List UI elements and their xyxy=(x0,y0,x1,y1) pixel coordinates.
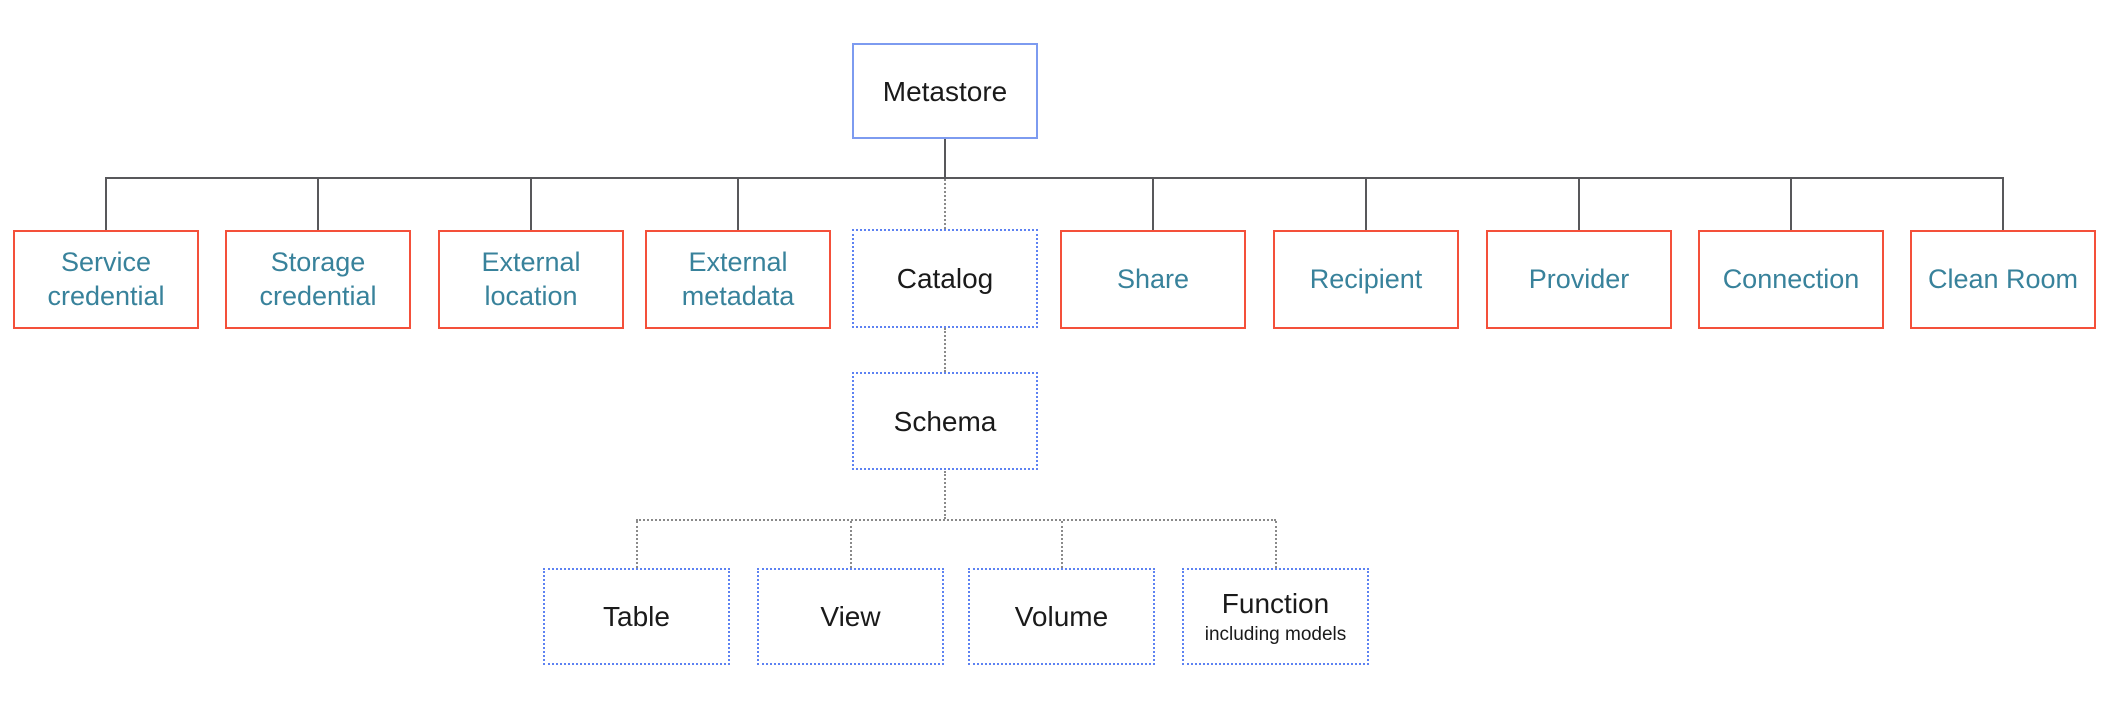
node-storage-credential: Storage credential xyxy=(225,230,411,329)
node-connection: Connection xyxy=(1698,230,1884,329)
connector-schema-stem xyxy=(944,471,946,519)
node-provider-label: Provider xyxy=(1528,263,1630,294)
node-external-location: External location xyxy=(438,230,624,329)
node-recipient-label: Recipient xyxy=(1309,263,1423,294)
node-share: Share xyxy=(1060,230,1246,329)
connector-drop-external-location xyxy=(530,178,532,230)
connector-drop-function xyxy=(1275,521,1277,568)
node-view-label: View xyxy=(820,601,881,632)
node-clean-room-label: Clean Room xyxy=(1927,263,2079,294)
connector-metastore-stem xyxy=(944,139,946,178)
node-external-location-label: External location xyxy=(481,246,581,311)
node-recipient: Recipient xyxy=(1273,230,1459,329)
node-connection-label: Connection xyxy=(1722,263,1860,294)
node-table-label: Table xyxy=(603,601,670,632)
node-storage-credential-label: Storage credential xyxy=(259,246,377,311)
node-catalog-label: Catalog xyxy=(896,263,994,294)
connector-drop-clean-room xyxy=(2002,178,2004,230)
node-metastore-label: Metastore xyxy=(882,75,1008,107)
connector-drop-connection xyxy=(1790,178,1792,230)
node-function-sublabel: including models xyxy=(1204,624,1347,646)
node-external-metadata-label: External metadata xyxy=(681,246,795,311)
node-schema-label: Schema xyxy=(893,405,997,437)
connector-drop-recipient xyxy=(1365,178,1367,230)
connector-drop-service-credential xyxy=(105,178,107,230)
node-volume-label: Volume xyxy=(1014,601,1109,632)
connector-drop-volume xyxy=(1061,521,1063,568)
connector-top-bus xyxy=(105,177,2004,179)
connector-drop-table xyxy=(636,521,638,568)
node-view: View xyxy=(757,568,944,665)
node-catalog: Catalog xyxy=(852,229,1038,328)
node-share-label: Share xyxy=(1116,263,1190,294)
node-schema: Schema xyxy=(852,372,1038,470)
connector-drop-share xyxy=(1152,178,1154,230)
node-clean-room: Clean Room xyxy=(1910,230,2096,329)
connector-drop-provider xyxy=(1578,178,1580,230)
node-service-credential-label: Service credential xyxy=(47,246,165,311)
node-metastore: Metastore xyxy=(852,43,1038,139)
node-provider: Provider xyxy=(1486,230,1672,329)
node-volume: Volume xyxy=(968,568,1155,665)
connector-drop-storage-credential xyxy=(317,178,319,230)
node-service-credential: Service credential xyxy=(13,230,199,329)
node-function-label: Function xyxy=(1221,588,1330,620)
connector-drop-view xyxy=(850,521,852,568)
node-function: Function including models xyxy=(1182,568,1369,665)
connector-drop-external-metadata xyxy=(737,178,739,230)
node-table: Table xyxy=(543,568,730,665)
connector-catalog-schema xyxy=(944,328,946,372)
node-external-metadata: External metadata xyxy=(645,230,831,329)
connector-drop-catalog xyxy=(944,179,946,229)
connector-bottom-bus xyxy=(636,519,1276,521)
